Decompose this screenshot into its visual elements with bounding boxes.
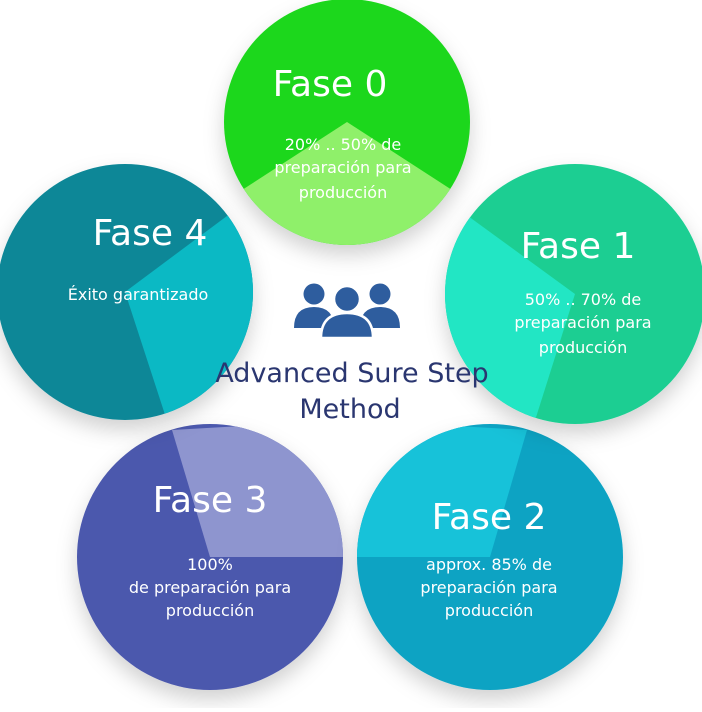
phase-3-desc-line-3: producción	[166, 601, 254, 620]
phase-0-desc-line-1: 20% .. 50% de	[285, 135, 402, 154]
phase-2-desc-line-2: preparación para	[420, 578, 557, 597]
phase-0-desc-line-3: producción	[299, 183, 387, 202]
phase-0-title: Fase 0	[273, 64, 388, 105]
phase-0-desc-line-2: preparación para	[274, 158, 411, 177]
phase-4-desc-line-1: Éxito garantizado	[68, 285, 209, 304]
people-group-icon	[294, 283, 400, 340]
phase-3-circle: Fase 3 100% de preparación para producci…	[77, 424, 343, 690]
phase-3-title: Fase 3	[153, 480, 268, 521]
phase-0-wedge	[242, 122, 452, 245]
phase-4-title: Fase 4	[93, 213, 208, 254]
phase-2-desc-line-3: producción	[445, 601, 533, 620]
phase-2-circle: Fase 2 approx. 85% de preparación para p…	[357, 424, 623, 690]
phase-4-circle: Fase 4 Éxito garantizado	[0, 164, 253, 420]
phase-2-title: Fase 2	[432, 497, 547, 538]
phase-1-title: Fase 1	[521, 226, 636, 267]
phase-1-circle: Fase 1 50% .. 70% de preparación para pr…	[445, 164, 702, 424]
phase-1-desc-line-2: preparación para	[514, 313, 651, 332]
phase-2-desc-line-1: approx. 85% de	[426, 555, 552, 574]
phase-0-circle: Fase 0 20% .. 50% de preparación para pr…	[224, 0, 470, 245]
center-title-line-1: Advanced Sure Step	[215, 358, 488, 389]
phase-1-desc-line-1: 50% .. 70% de	[525, 290, 642, 309]
phase-3-desc-line-2: de preparación para	[129, 578, 291, 597]
center-title-line-2: Method	[299, 394, 400, 425]
phase-3-desc-line-1: 100%	[187, 555, 233, 574]
phase-1-desc-line-3: producción	[539, 338, 627, 357]
